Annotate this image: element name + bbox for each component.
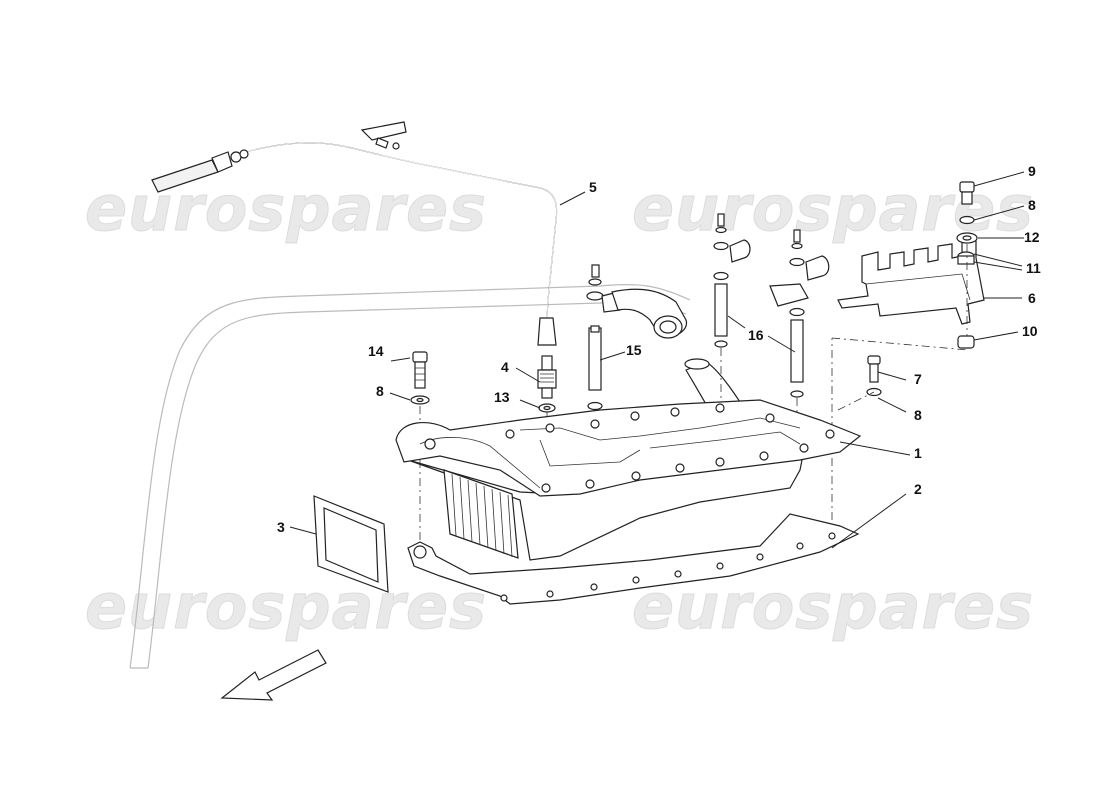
callout-15: 15 xyxy=(626,342,642,358)
gasket-part-2 xyxy=(407,513,860,605)
callout-10: 10 xyxy=(1022,323,1038,339)
callout-2: 2 xyxy=(914,481,922,497)
callout-13: 13 xyxy=(494,389,510,405)
sensor-cable-assembly xyxy=(151,142,558,346)
callout-16: 16 xyxy=(748,327,764,343)
stud-part-15 xyxy=(586,264,628,411)
callout-3: 3 xyxy=(277,519,285,535)
callout-labels: 5 4 15 13 14 8 16 1 2 3 7 8 9 8 12 11 6 … xyxy=(277,163,1041,535)
bolt-part-7 xyxy=(866,355,882,397)
gasket-part-3 xyxy=(313,495,389,593)
cable-clip xyxy=(360,121,407,150)
bolt-part-14 xyxy=(410,351,430,560)
leader-lines xyxy=(289,171,1025,549)
bracket-part-6 xyxy=(837,239,985,349)
callout-8-top: 8 xyxy=(1028,197,1036,213)
callout-5: 5 xyxy=(589,179,597,195)
callout-8-right: 8 xyxy=(914,407,922,423)
callout-4: 4 xyxy=(501,359,509,375)
adapter-part-4 xyxy=(537,355,557,413)
callout-8-left: 8 xyxy=(376,383,384,399)
direction-arrow xyxy=(220,649,327,701)
intercooler-part-1 xyxy=(395,399,862,561)
callout-11: 11 xyxy=(1026,260,1041,276)
stud-part-16-right xyxy=(769,229,830,398)
callout-12: 12 xyxy=(1024,229,1040,245)
callout-6: 6 xyxy=(1028,290,1036,306)
callout-7: 7 xyxy=(914,371,922,387)
stud-part-16-left xyxy=(713,213,751,348)
watermark-top-left: eurospares xyxy=(85,172,487,245)
watermark-bottom-left: eurospares xyxy=(85,570,487,643)
bolt-part-9-stack xyxy=(956,181,978,336)
callout-9: 9 xyxy=(1028,163,1036,179)
callout-1: 1 xyxy=(914,445,922,461)
callout-14: 14 xyxy=(368,343,384,359)
watermark-bottom-right: eurospares xyxy=(632,570,1034,643)
